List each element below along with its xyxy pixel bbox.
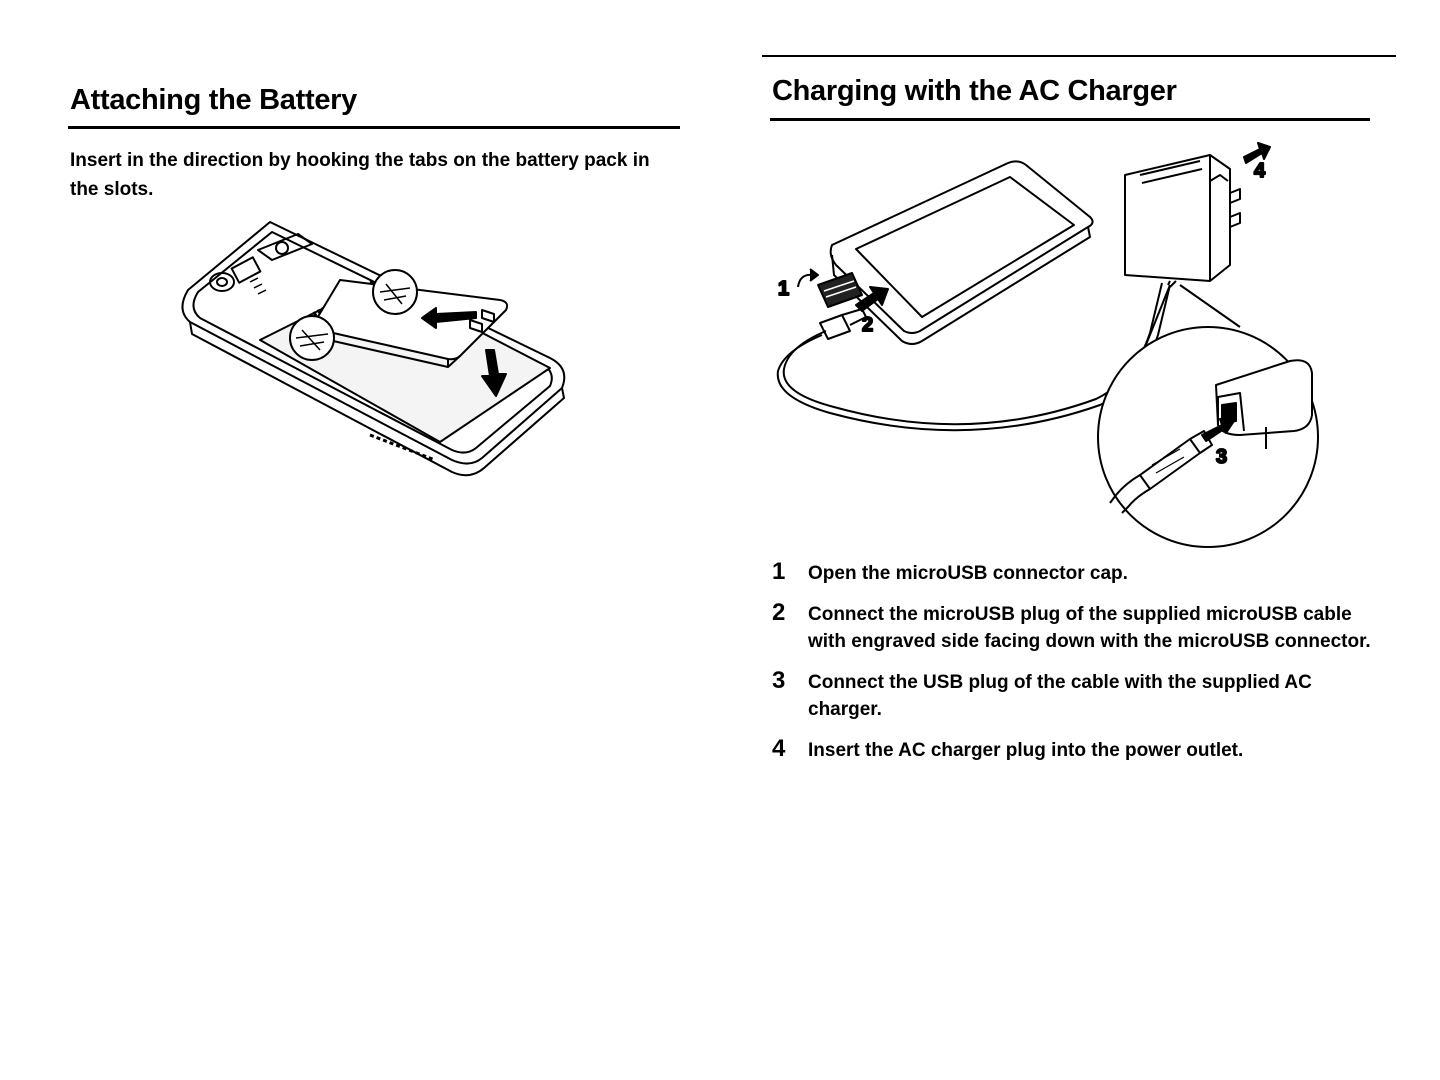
battery-section-heading: Attaching the Battery (70, 84, 357, 116)
step-number: 3 (772, 667, 786, 694)
top-rule (762, 55, 1396, 57)
step-text: Open the microUSB connector cap. (808, 563, 1128, 584)
callout-1: 1 (778, 278, 789, 300)
step-text: Connect the microUSB plug of the supplie… (808, 604, 1371, 652)
charging-heading-rule (770, 118, 1370, 121)
callout-3: 3 (1216, 446, 1227, 468)
battery-illustration (170, 210, 580, 480)
step-item: 2 Connect the microUSB plug of the suppl… (770, 599, 1390, 655)
camera-lens-icon (209, 272, 235, 292)
callout-2: 2 (862, 314, 873, 336)
step-number: 4 (772, 735, 786, 762)
usb-connector-cap-icon (817, 272, 863, 308)
charging-steps-list: 1 Open the microUSB connector cap. 2 Con… (770, 558, 1390, 778)
step-number: 2 (772, 599, 786, 626)
battery-instruction-text: Insert in the direction by hooking the t… (70, 150, 650, 200)
step-text: Connect the USB plug of the cable with t… (808, 672, 1312, 720)
step-number: 1 (772, 558, 786, 585)
step-item: 3 Connect the USB plug of the cable with… (770, 667, 1390, 723)
step-item: 1 Open the microUSB connector cap. (770, 558, 1390, 587)
step-item: 4 Insert the AC charger plug into the po… (770, 735, 1390, 764)
callout-4: 4 (1254, 160, 1266, 182)
battery-heading-rule (68, 126, 680, 129)
charging-illustration: 1 2 4 (770, 135, 1330, 550)
step-text: Insert the AC charger plug into the powe… (808, 740, 1244, 761)
charging-section-heading: Charging with the AC Charger (772, 75, 1177, 107)
